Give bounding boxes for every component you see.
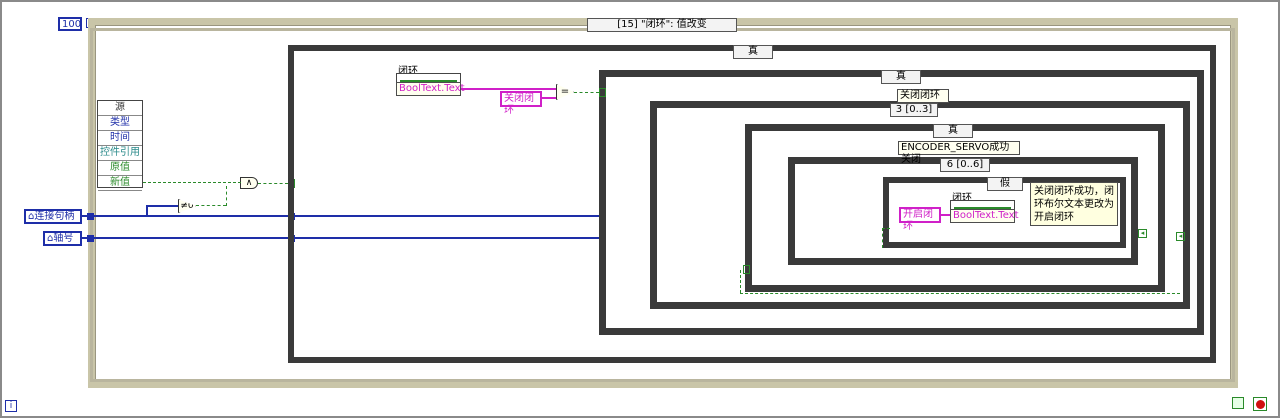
wire-branch bbox=[146, 206, 148, 216]
event-data-node[interactable]: 源 类型 时间 控件引用 原值 新值 bbox=[97, 100, 143, 191]
wire-property-text bbox=[461, 88, 556, 90]
wire-error bbox=[740, 270, 741, 293]
event-data-field-1: 类型 bbox=[98, 116, 142, 131]
wire-new-value bbox=[143, 182, 241, 183]
loop-count-terminal[interactable]: 100 bbox=[58, 17, 82, 31]
sequence-outer-selector[interactable]: 3 [0..3] bbox=[890, 103, 938, 117]
axis-number-terminal[interactable]: ⌂轴号 bbox=[43, 231, 82, 246]
iteration-terminal: i bbox=[5, 400, 17, 412]
property-node-2-title: 闭环 bbox=[952, 193, 972, 204]
case-outer-selector[interactable]: 真 bbox=[733, 45, 773, 59]
connection-handle-terminal[interactable]: ⌂连接句柄 bbox=[24, 209, 82, 224]
case-third-label: 真 bbox=[948, 125, 958, 136]
wire-error bbox=[882, 228, 883, 248]
iteration-label: i bbox=[9, 401, 13, 411]
wire-error bbox=[882, 228, 890, 229]
event-data-field-3: 控件引用 bbox=[98, 146, 142, 161]
open-loop-constant[interactable]: 开启闭环 bbox=[899, 207, 941, 232]
wire-compare-out bbox=[196, 205, 226, 206]
property-node-1-title: 闭环 bbox=[398, 66, 418, 77]
wire-axis-number bbox=[82, 237, 792, 239]
sequence-inner-label: ENCODER_SERVO成功关闭 bbox=[898, 141, 1020, 165]
case-fourth-selector[interactable]: 假 bbox=[987, 177, 1023, 191]
sequence-inner-selector[interactable]: 6 [0..6] bbox=[940, 158, 990, 172]
sequence-inner-selector-label: 6 [0..6] bbox=[946, 159, 984, 170]
sequence-outer-selector-label: 3 [0..3] bbox=[895, 104, 933, 115]
error-tunnel bbox=[743, 265, 750, 274]
wire-to-compare bbox=[146, 205, 178, 207]
connection-handle-label: 连接句柄 bbox=[34, 211, 75, 222]
close-loop-label: 关闭闭环 bbox=[504, 93, 534, 116]
bool-bar bbox=[400, 80, 457, 83]
loop-count-label: 100 bbox=[62, 19, 82, 30]
wire-compare-vertical bbox=[226, 186, 227, 206]
home-icon: ⌂ bbox=[28, 211, 35, 222]
wire-equal-out bbox=[574, 92, 599, 93]
wire-error bbox=[740, 293, 1180, 294]
wire-connection-handle bbox=[82, 215, 792, 217]
wire-open-constant bbox=[941, 214, 950, 216]
axis-number-label: 轴号 bbox=[53, 233, 74, 244]
loop-condition-tunnel-icon bbox=[1232, 397, 1244, 409]
wire-and-out bbox=[258, 183, 288, 184]
case-inner-selector-terminal bbox=[599, 88, 606, 97]
case-inner-selector[interactable]: 真 bbox=[881, 70, 921, 84]
case-inner-label: 真 bbox=[896, 71, 906, 82]
home-icon: ⌂ bbox=[47, 233, 54, 244]
stop-icon bbox=[1256, 400, 1265, 409]
case-fourth-label: 假 bbox=[1000, 178, 1010, 189]
event-data-field-5: 新值 bbox=[98, 176, 142, 191]
event-selector[interactable]: [15] "闭环": 值改变 bbox=[587, 18, 737, 32]
case-outer-label: 真 bbox=[748, 46, 758, 57]
shift-register-icon: ◂ bbox=[1138, 229, 1147, 238]
shift-register-icon: ◂ bbox=[1176, 232, 1185, 241]
event-data-field-2: 时间 bbox=[98, 131, 142, 146]
case-third-selector[interactable]: 真 bbox=[933, 124, 973, 138]
event-data-field-4: 原值 bbox=[98, 161, 142, 176]
bool-bar bbox=[954, 207, 1011, 210]
tunnel bbox=[87, 213, 94, 220]
event-data-field-0: 源 bbox=[98, 101, 142, 116]
and-node[interactable]: ∧ bbox=[240, 177, 258, 189]
stop-terminal[interactable] bbox=[1253, 397, 1267, 411]
property-node-2-property[interactable]: BoolText.Text bbox=[950, 209, 1019, 223]
property-node-1-property[interactable]: BoolText.Text bbox=[396, 82, 465, 96]
tunnel bbox=[87, 235, 94, 242]
close-loop-constant[interactable]: 关闭闭环 bbox=[500, 91, 542, 116]
open-loop-label: 开启闭环 bbox=[903, 209, 933, 232]
event-selector-label: [15] "闭环": 值改变 bbox=[617, 19, 707, 30]
comment-note: 关闭闭环成功，闭环布尔文本更改为开启闭环 bbox=[1030, 182, 1118, 226]
sequence-outer-label: 关闭闭环 bbox=[897, 89, 949, 103]
wire-constant bbox=[542, 97, 556, 99]
